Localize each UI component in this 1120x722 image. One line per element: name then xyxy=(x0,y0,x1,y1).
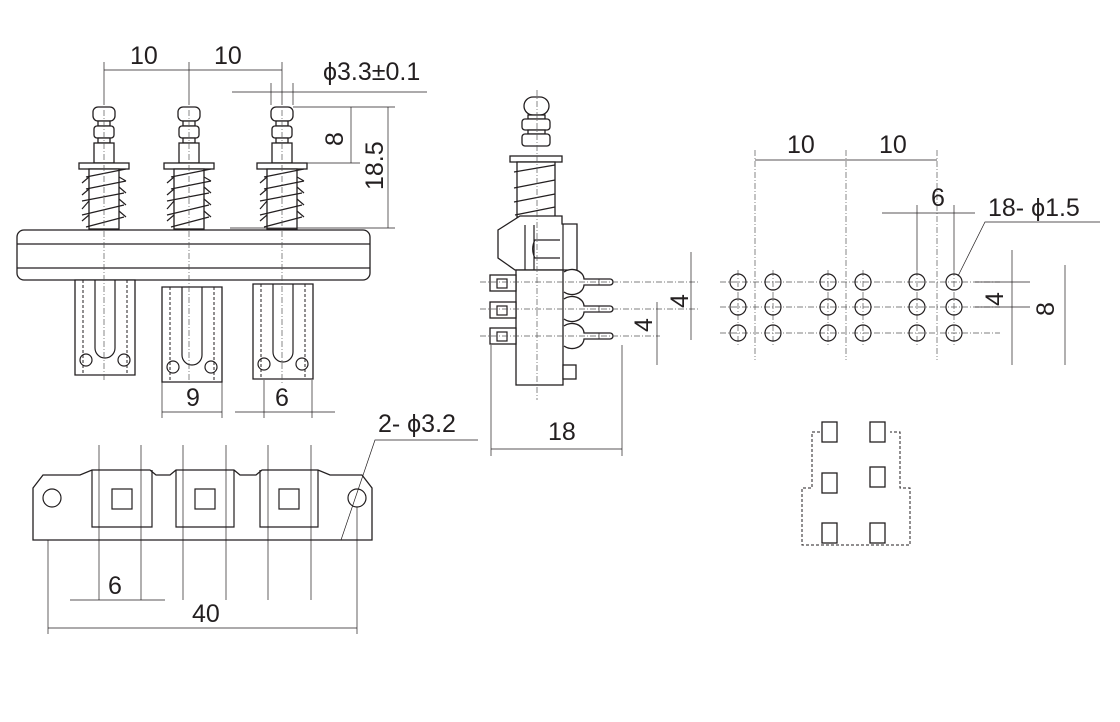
pcb-row-pitch: 4 xyxy=(981,292,1009,306)
side-pin-pitch-1: 4 xyxy=(666,294,694,308)
front-pitch-2: 10 xyxy=(214,42,242,70)
stroke-dim: 8 xyxy=(321,132,349,146)
leg-slot-dim: 6 xyxy=(275,384,289,412)
front-view: 10 10 ϕ3.3±0.1 8 18.5 9 6 xyxy=(16,42,427,418)
bottom-spacing-dim: 6 xyxy=(108,572,122,600)
bottom-view: 6 40 2- ϕ3.2 xyxy=(32,410,478,634)
shaft-diameter: ϕ3.3±0.1 xyxy=(323,58,420,86)
side-view: 4 4 18 xyxy=(480,90,700,456)
front-pitch-1: 10 xyxy=(130,42,158,70)
mount-holes-label: 2- ϕ3.2 xyxy=(378,410,456,438)
pcb-pitch-2: 10 xyxy=(879,131,907,159)
height-dim: 18.5 xyxy=(361,141,389,190)
pcb-layout: 10 10 6 18- ϕ1.5 4 8 xyxy=(720,131,1100,365)
connector-footprint xyxy=(801,421,911,546)
pcb-column-gap: 6 xyxy=(931,184,945,212)
side-pin-pitch-2: 4 xyxy=(630,318,658,332)
leg-width-dim: 9 xyxy=(186,384,200,412)
pcb-pitch-1: 10 xyxy=(787,131,815,159)
side-depth-dim: 18 xyxy=(548,418,576,446)
bottom-length-dim: 40 xyxy=(192,600,220,628)
pcb-holes-label: 18- ϕ1.5 xyxy=(988,194,1080,222)
pcb-row-span: 8 xyxy=(1032,302,1060,316)
